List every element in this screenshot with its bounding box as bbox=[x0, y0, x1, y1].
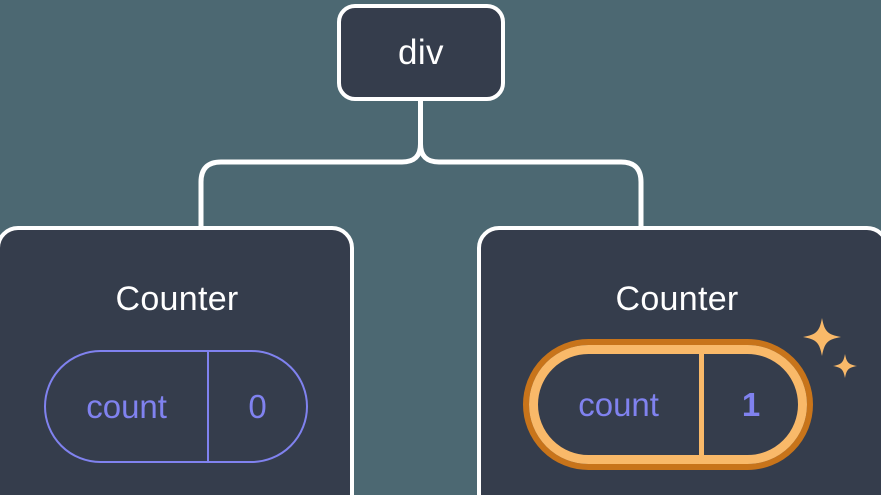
connector-branch-left bbox=[198, 141, 423, 231]
node-counter-left-title: Counter bbox=[115, 280, 239, 318]
node-counter-left[interactable]: Counter count 0 bbox=[0, 226, 354, 495]
state-pill-count-right[interactable]: count 1 bbox=[523, 339, 813, 470]
state-key-label: count bbox=[578, 385, 659, 423]
state-value-label: 1 bbox=[699, 354, 798, 455]
state-pill-inner-ring: count 1 bbox=[529, 345, 807, 464]
sparkle-small-icon bbox=[833, 354, 857, 378]
node-div[interactable]: div bbox=[337, 4, 505, 101]
sparkle-large-icon bbox=[803, 318, 841, 356]
state-pill-count-left[interactable]: count 0 bbox=[44, 350, 308, 463]
node-counter-right[interactable]: Counter count 1 bbox=[477, 226, 881, 495]
connector-branch-right bbox=[418, 141, 644, 231]
state-key-label: count bbox=[86, 387, 167, 425]
state-value-label: 0 bbox=[207, 352, 306, 461]
node-counter-right-title: Counter bbox=[615, 280, 739, 318]
sparkle-group bbox=[803, 318, 857, 378]
node-div-label: div bbox=[398, 32, 444, 72]
